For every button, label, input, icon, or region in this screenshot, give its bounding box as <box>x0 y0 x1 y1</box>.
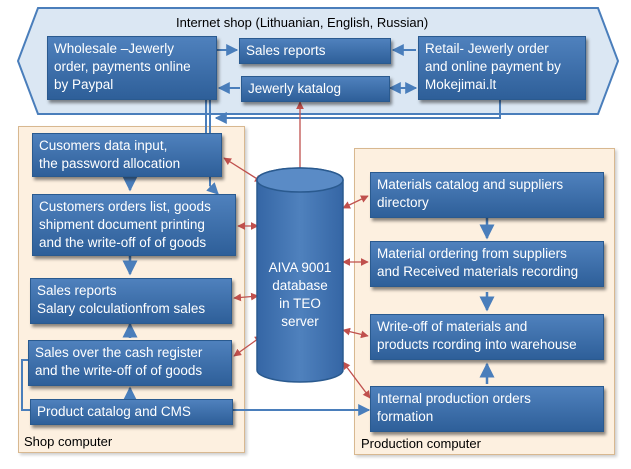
materials-catalog-box: Materials catalog and suppliers director… <box>370 172 604 218</box>
db-link-internal-orders <box>342 361 371 399</box>
product-catalog-box: Product catalog and CMS <box>30 399 233 425</box>
cash-register-box: Sales over the cash register and the wri… <box>28 340 232 386</box>
db-link-materials-catalog <box>342 195 369 209</box>
writeoff-box: Write-off of materials and products rcor… <box>370 314 604 360</box>
material-ordering-box: Material ordering from suppliers and Rec… <box>370 241 604 287</box>
customers-input-box: Cusomers data input, the password alloca… <box>32 133 222 177</box>
database-label: AIVA 9001 database in TEO server <box>268 260 332 329</box>
catalog-left-bracket <box>21 359 30 411</box>
shop-sales-reports-box: Sales reports Salary colculationfrom sal… <box>30 278 232 324</box>
jewerly-katalog-box: Jewerly katalog <box>241 76 390 102</box>
internet-shop-title: Internet shop (Lithuanian, English, Russ… <box>176 15 429 30</box>
orders-list-box: Customers orders list, goods shipment do… <box>32 194 236 256</box>
sales-reports-box: Sales reports <box>239 38 391 64</box>
database-cylinder <box>256 167 344 383</box>
arrow-into-orders-list <box>206 182 219 195</box>
db-link-sales <box>233 292 259 302</box>
production-computer-label: Production computer <box>361 436 481 451</box>
db-link-writeoff <box>342 327 369 339</box>
retail-routing-line <box>214 100 501 124</box>
internal-orders-box: Internal production orders formation <box>370 386 604 432</box>
shop-computer-label: Shop computer <box>24 434 113 449</box>
retail-order-box: Retail- Jewerly order and online payment… <box>418 36 586 100</box>
wholesale-order-box: Wholesale –Jewerly order, payments onlin… <box>47 36 217 100</box>
db-link-customers <box>223 157 263 183</box>
